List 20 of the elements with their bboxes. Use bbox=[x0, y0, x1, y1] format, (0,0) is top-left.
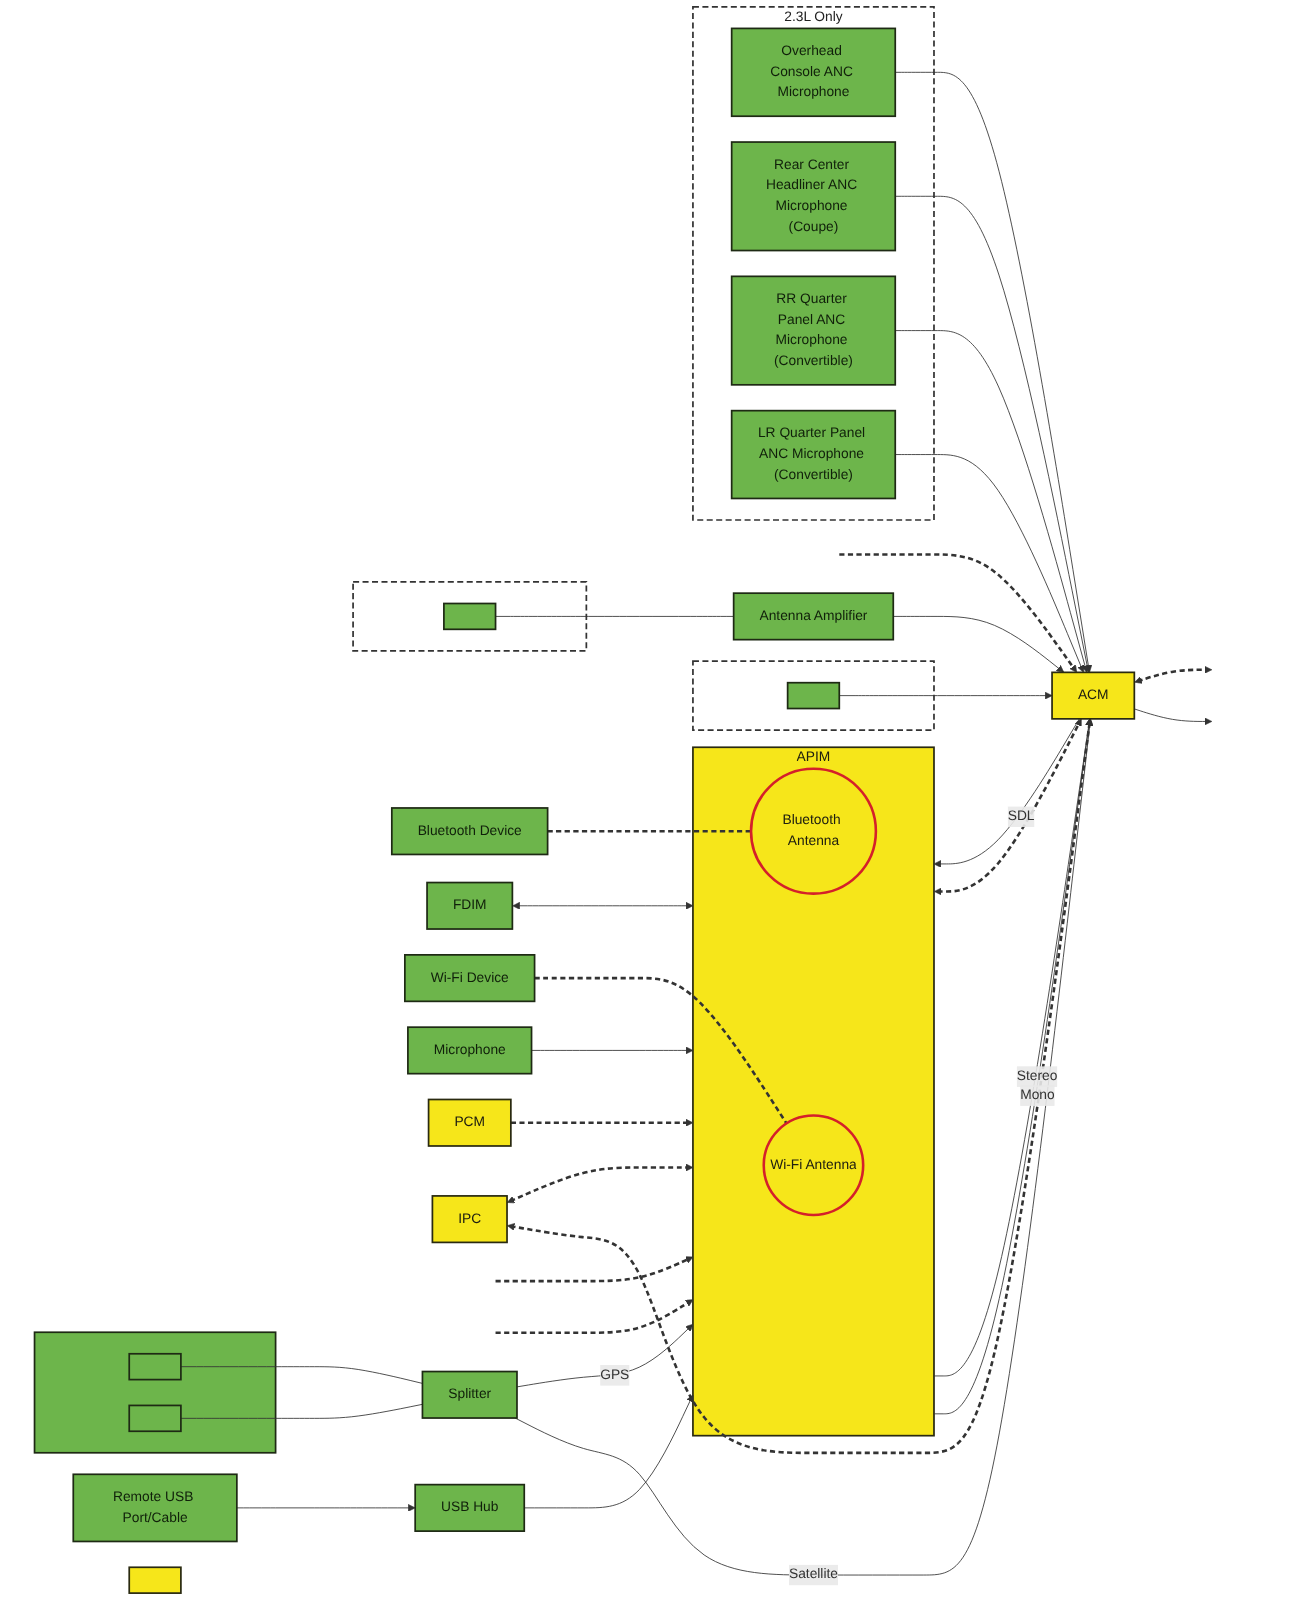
arrow bbox=[839, 553, 1078, 673]
node-box bbox=[128, 1352, 182, 1381]
connector bbox=[495, 616, 735, 617]
double-arrow bbox=[512, 902, 694, 910]
connector bbox=[180, 1366, 423, 1384]
arrow bbox=[495, 1256, 694, 1283]
double-arrow bbox=[934, 718, 1082, 896]
node-box bbox=[128, 1404, 182, 1433]
node-box bbox=[128, 1566, 182, 1594]
arrow bbox=[495, 1299, 694, 1335]
double-arrow bbox=[1134, 666, 1213, 684]
connector bbox=[534, 976, 788, 1125]
node-box bbox=[786, 681, 841, 710]
cluster bbox=[352, 581, 588, 652]
node-box bbox=[443, 602, 497, 631]
connector bbox=[180, 1403, 423, 1419]
cluster bbox=[692, 660, 935, 731]
double-arrow bbox=[507, 1163, 694, 1204]
arrow bbox=[510, 1118, 694, 1127]
connector bbox=[547, 829, 752, 833]
